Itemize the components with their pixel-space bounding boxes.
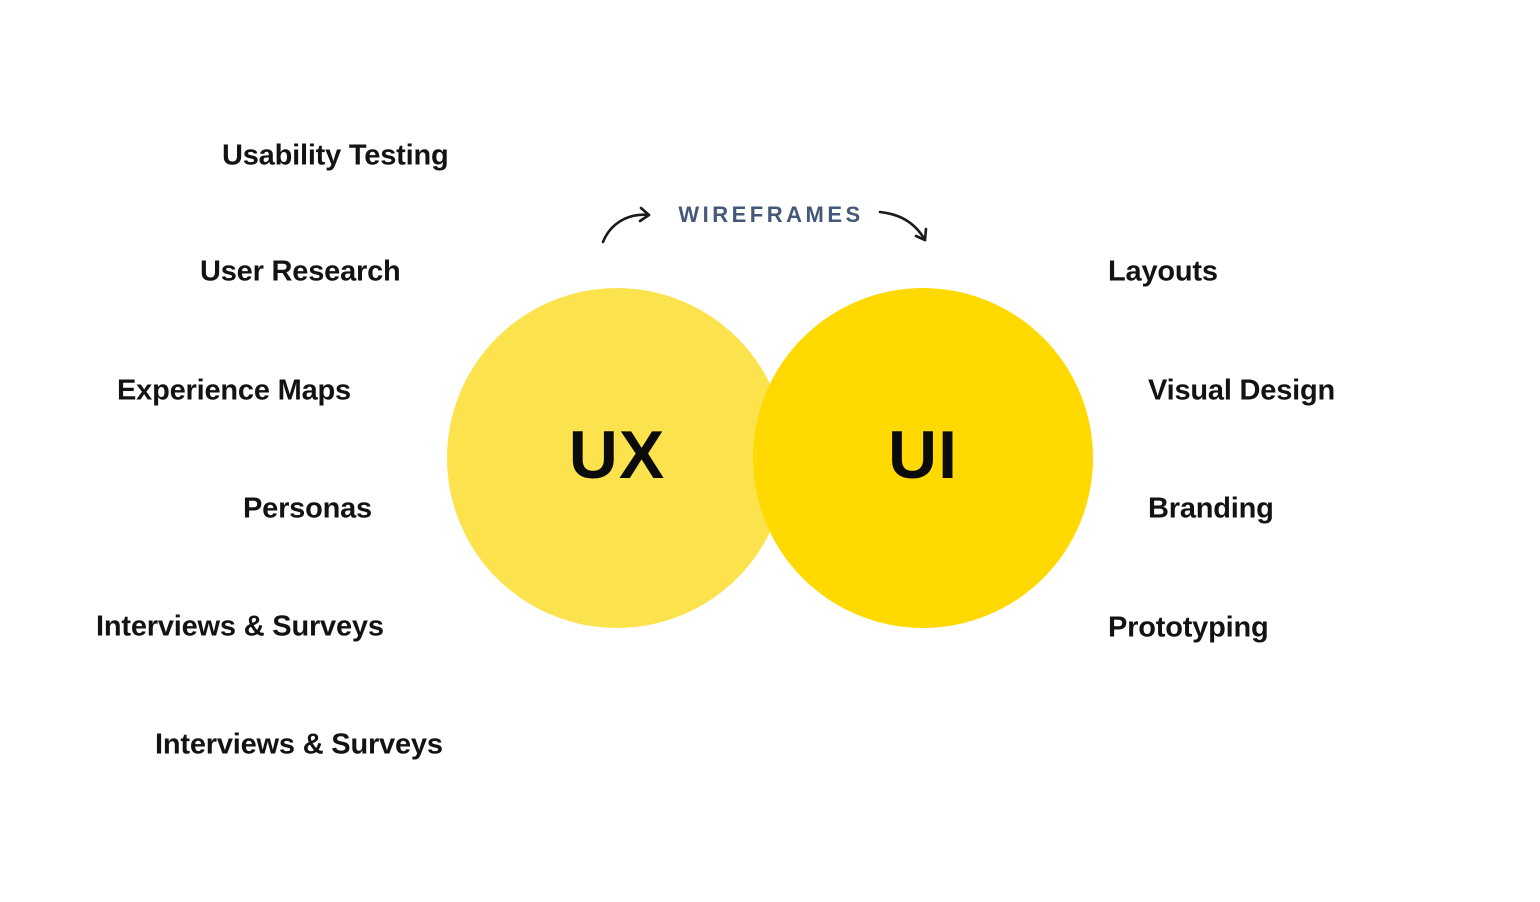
- curved-arrow-up-right-icon: [601, 206, 651, 244]
- ux-skill-label: Personas: [243, 492, 372, 525]
- ux-skill-label: Interviews & Surveys: [96, 610, 384, 643]
- ui-skill-label: Visual Design: [1148, 374, 1336, 407]
- ux-skill-label: User Research: [200, 255, 401, 288]
- ux-skill-label: Interviews & Surveys: [155, 728, 443, 761]
- ui-skill-label: Prototyping: [1108, 611, 1269, 644]
- ux-skill-label: Usability Testing: [222, 139, 449, 172]
- ui-circle: UI: [753, 288, 1093, 628]
- ui-skill-label: Layouts: [1108, 255, 1218, 288]
- ux-circle: UX: [447, 288, 787, 628]
- ui-circle-label: UI: [888, 417, 958, 493]
- curved-arrow-down-right-icon: [878, 210, 928, 242]
- ux-skill-label: Experience Maps: [117, 374, 351, 407]
- wireframes-title: WIREFRAMES: [678, 202, 864, 227]
- ux-circle-label: UX: [568, 417, 666, 493]
- ui-skill-label: Branding: [1148, 492, 1274, 525]
